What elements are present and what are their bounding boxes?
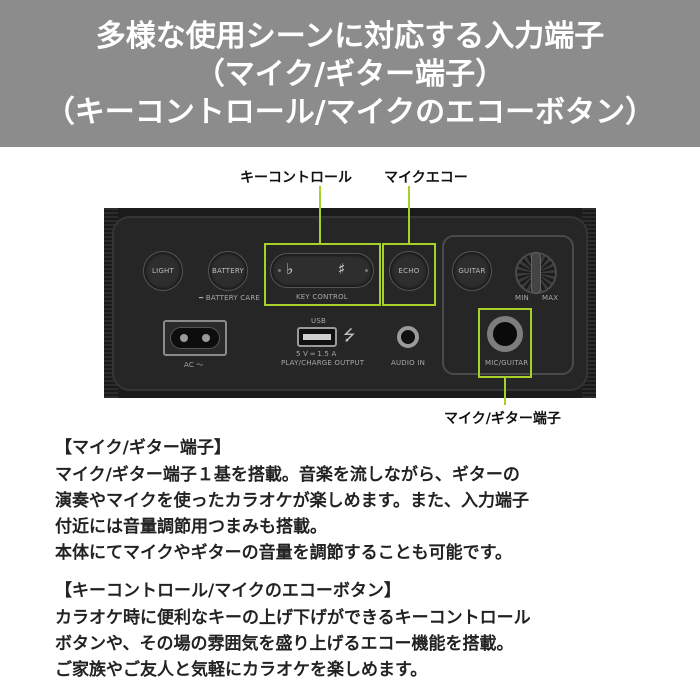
- light-button-label: LIGHT: [152, 267, 174, 275]
- echo-button-label: ECHO: [398, 267, 420, 275]
- battery-button-label: BATTERY: [212, 267, 244, 275]
- guitar-button-label: GUITAR: [458, 267, 486, 275]
- section2-body: カラオケ時に便利なキーの上げ下げができるキーコントロール ボタンや、その場の雰囲…: [55, 605, 655, 683]
- ac-label: AC ～: [184, 361, 204, 369]
- knob-max-label: MAX: [542, 294, 559, 302]
- battery-care-label: ━ BATTERY CARE: [199, 294, 261, 302]
- key-control-button[interactable]: [270, 253, 374, 288]
- usb-label: USB: [311, 317, 326, 325]
- ac-pin-left: [180, 334, 188, 342]
- header-title-line-3: （キーコントロール/マイクのエコーボタン）: [44, 95, 656, 130]
- mic-guitar-highlight: [478, 308, 532, 378]
- header-title-line-2: （マイク/ギター端子）: [194, 57, 506, 92]
- section1-heading: 【マイク/ギター端子】: [55, 438, 231, 458]
- usb-icon: ⭍: [343, 326, 356, 344]
- section2-line: カラオケ時に便利なキーの上げ下げができるキーコントロール: [55, 608, 531, 628]
- section1-line: 本体にてマイクやギターの音量を調節することも可能です。: [55, 543, 512, 563]
- key-control-dot-left: [278, 269, 281, 272]
- play-charge-output-label: PLAY/CHARGE OUTPUT: [281, 359, 365, 367]
- section2-line: ご家族やご友人と気軽にカラオケを楽しめます。: [55, 660, 428, 680]
- section2-line: ボタンや、その場の雰囲気を盛り上げるエコー機能を搭載。: [55, 634, 514, 654]
- callout-key-control: キーコントロール: [240, 170, 352, 186]
- audio-in-label: AUDIO IN: [391, 359, 426, 367]
- usb-port-tongue: [303, 334, 331, 340]
- callout-mic-echo: マイクエコー: [384, 170, 468, 186]
- section1-line: 演奏やマイクを使ったカラオケが楽しめます。また、入力端子: [55, 491, 529, 511]
- callout-mic-guitar-jack: マイク/ギター端子: [444, 411, 561, 427]
- battery-button[interactable]: BATTERY: [208, 251, 248, 291]
- echo-highlight: [382, 243, 436, 306]
- echo-button[interactable]: ECHO: [389, 251, 429, 291]
- guitar-section-frame: [442, 235, 574, 375]
- key-flat-icon: ♭: [286, 260, 294, 278]
- key-control-dot-right: [365, 269, 368, 272]
- section1-line: 付近には音量調節用つまみも搭載。: [55, 517, 327, 537]
- key-control-leader-line: [319, 186, 321, 243]
- section1-body: マイク/ギター端子１基を搭載。音楽を流しながら、ギターの 演奏やマイクを使ったカ…: [55, 462, 655, 566]
- ac-inlet-socket: [170, 327, 220, 349]
- mic-guitar-jack[interactable]: [487, 316, 523, 352]
- section1-line: マイク/ギター端子１基を搭載。音楽を流しながら、ギターの: [55, 465, 520, 485]
- key-control-highlight: [264, 243, 381, 306]
- usb-rating-label: 5 V ═ 1.5 A: [296, 350, 337, 358]
- audio-in-jack[interactable]: [397, 326, 419, 348]
- header-banner: 多様な使用シーンに対応する入力端子 （マイク/ギター端子） （キーコントロール/…: [0, 0, 700, 147]
- mic-guitar-leader-line: [504, 378, 506, 405]
- section2-heading: 【キーコントロール/マイクのエコーボタン】: [55, 581, 401, 601]
- control-panel: [112, 216, 588, 391]
- header-title-line-1: 多様な使用シーンに対応する入力端子: [95, 19, 605, 54]
- key-control-label: KEY CONTROL: [296, 293, 348, 301]
- guitar-button[interactable]: GUITAR: [452, 251, 492, 291]
- volume-knob-ridge: [531, 252, 541, 294]
- ac-pin-right: [202, 334, 210, 342]
- light-button[interactable]: LIGHT: [143, 251, 183, 291]
- mic-guitar-label: MIC/GUITAR: [485, 359, 529, 367]
- key-sharp-icon: ♯: [338, 260, 346, 278]
- knob-min-label: MIN: [515, 294, 529, 302]
- echo-leader-line: [408, 186, 410, 243]
